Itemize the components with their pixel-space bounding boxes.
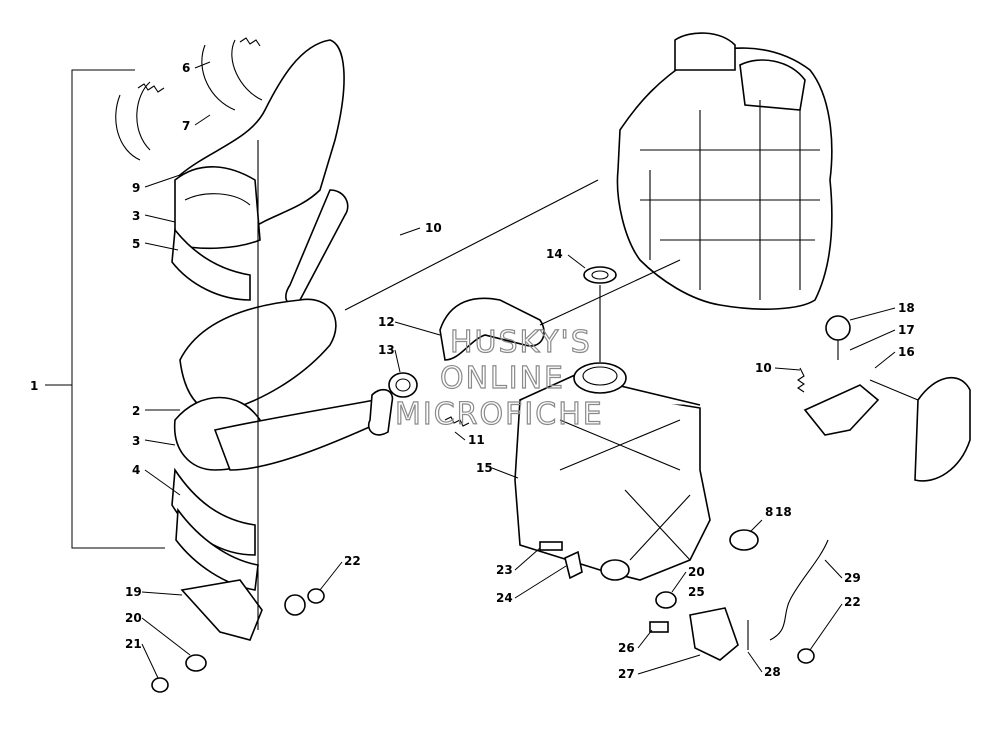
callout-3a: 3 — [132, 209, 176, 223]
svg-text:10: 10 — [755, 361, 772, 375]
svg-text:19: 19 — [125, 585, 142, 599]
expansion-chamber — [171, 39, 394, 641]
callout-4: 4 — [132, 463, 181, 496]
callout-15: 15 — [476, 461, 519, 479]
callout-3b: 3 — [132, 434, 176, 448]
svg-text:3: 3 — [132, 209, 140, 223]
svg-text:HUSKY'S: HUSKY'S — [450, 325, 592, 360]
svg-text:11: 11 — [468, 433, 485, 447]
svg-text:15: 15 — [476, 461, 493, 475]
svg-text:5: 5 — [132, 237, 140, 251]
svg-text:3: 3 — [132, 434, 140, 448]
callout-11: 11 — [454, 431, 485, 447]
callout-16: 16 — [874, 345, 915, 369]
svg-text:ONLINE: ONLINE — [440, 361, 565, 396]
svg-text:6: 6 — [182, 61, 190, 75]
svg-text:18: 18 — [775, 505, 792, 519]
assembly-bracket — [45, 69, 165, 549]
svg-text:9: 9 — [132, 181, 140, 195]
callout-10b: 10 — [755, 361, 801, 375]
alignment-lines — [344, 179, 681, 326]
exhaust-manifold — [388, 297, 545, 427]
svg-text:8: 8 — [765, 505, 773, 519]
svg-text:29: 29 — [844, 571, 861, 585]
lower-hardware — [151, 529, 829, 693]
callout-18b: 18 — [775, 505, 792, 519]
svg-text:4: 4 — [132, 463, 140, 477]
callouts: 1 2 3 3 4 5 6 7 8 9 10 10 11 12 13 14 15… — [30, 61, 915, 681]
svg-text:12: 12 — [378, 315, 395, 329]
svg-text:20: 20 — [125, 611, 142, 625]
callout-13: 13 — [378, 343, 401, 373]
callout-26: 26 — [618, 629, 653, 655]
callout-22a: 22 — [319, 554, 361, 591]
svg-text:22: 22 — [844, 595, 861, 609]
callout-25: 25 — [688, 585, 705, 599]
callout-6: 6 — [182, 61, 211, 75]
callout-21: 21 — [125, 637, 159, 679]
svg-text:14: 14 — [546, 247, 563, 261]
svg-text:16: 16 — [898, 345, 915, 359]
svg-text:24: 24 — [496, 591, 513, 605]
clamp-springs — [115, 37, 263, 161]
callout-24: 24 — [496, 565, 567, 605]
callout-23: 23 — [496, 547, 541, 577]
callout-8: 8 — [749, 505, 773, 533]
svg-text:25: 25 — [688, 585, 705, 599]
callout-18a: 18 — [849, 301, 915, 321]
callout-7: 7 — [182, 114, 211, 133]
engine-block — [616, 32, 833, 310]
svg-text:2: 2 — [132, 404, 140, 418]
callout-17: 17 — [849, 323, 915, 351]
svg-text:18: 18 — [898, 301, 915, 315]
callout-9: 9 — [132, 174, 181, 195]
svg-text:1: 1 — [30, 379, 38, 393]
svg-text:28: 28 — [764, 665, 781, 679]
watermark: HUSKY'S ONLINE MICROFICHE — [394, 324, 604, 432]
callout-2: 2 — [132, 404, 180, 418]
svg-text:20: 20 — [688, 565, 705, 579]
callout-5: 5 — [132, 237, 179, 251]
svg-text:26: 26 — [618, 641, 635, 655]
svg-text:10: 10 — [425, 221, 442, 235]
svg-text:23: 23 — [496, 563, 513, 577]
callout-22b: 22 — [809, 595, 861, 651]
svg-text:MICROFICHE: MICROFICHE — [395, 397, 604, 432]
svg-text:17: 17 — [898, 323, 915, 337]
svg-text:27: 27 — [618, 667, 635, 681]
callout-28: 28 — [747, 651, 781, 679]
callout-14: 14 — [546, 247, 586, 269]
callout-29: 29 — [824, 559, 861, 585]
svg-text:13: 13 — [378, 343, 395, 357]
callout-20b: 20 — [671, 565, 705, 593]
svg-text:7: 7 — [182, 119, 190, 133]
svg-text:22: 22 — [344, 554, 361, 568]
silencer-box — [514, 266, 711, 581]
mount-bracket — [797, 315, 971, 482]
svg-text:21: 21 — [125, 637, 142, 651]
callout-20a: 20 — [125, 611, 191, 656]
callout-27: 27 — [618, 654, 701, 681]
callout-19: 19 — [125, 585, 183, 599]
callout-1: 1 — [30, 379, 38, 393]
callout-10a: 10 — [399, 221, 442, 236]
callout-12: 12 — [378, 315, 441, 336]
